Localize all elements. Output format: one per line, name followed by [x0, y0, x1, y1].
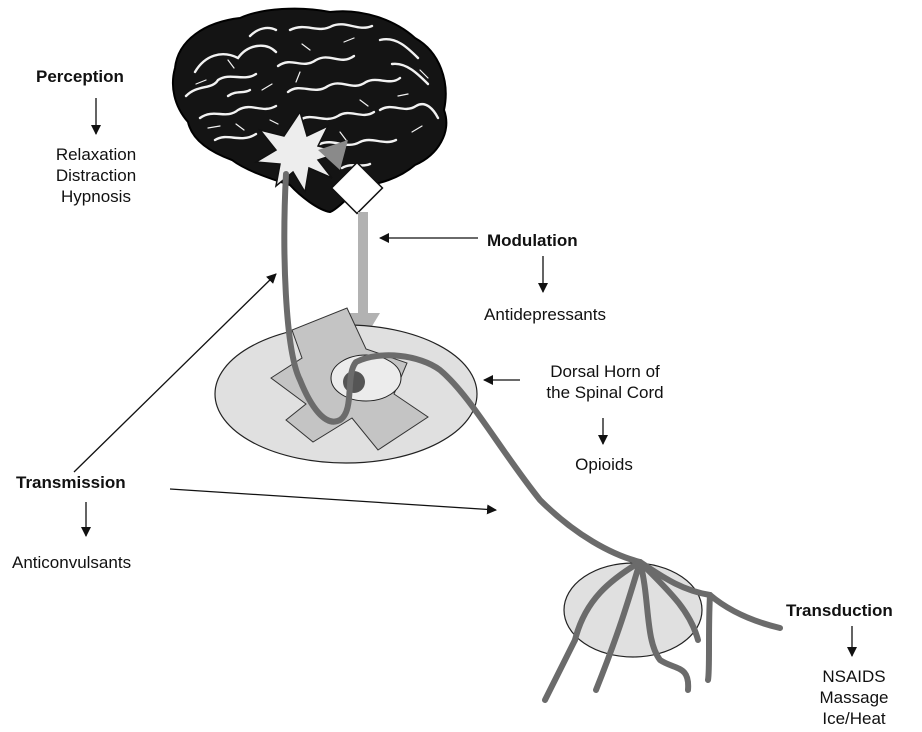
perception-interventions: Relaxation Distraction Hypnosis: [36, 144, 156, 207]
modulation-label: Modulation: [487, 230, 617, 251]
transduction-interventions: NSAIDS Massage Ice/Heat: [806, 666, 902, 729]
transduction-item: NSAIDS: [806, 666, 902, 687]
perception-item: Distraction: [36, 165, 156, 186]
transmission-lower-arrow: [170, 489, 496, 510]
perception-label: Perception: [36, 66, 156, 87]
transmission-item: Anticonvulsants: [12, 552, 172, 573]
dorsal-horn-item: Opioids: [560, 454, 648, 475]
perception-item: Hypnosis: [36, 186, 156, 207]
modulation-item: Antidepressants: [460, 304, 630, 325]
transduction-item: Massage: [806, 687, 902, 708]
perception-item: Relaxation: [36, 144, 156, 165]
dorsal-horn-label: Dorsal Horn of the Spinal Cord: [522, 361, 688, 403]
dorsal-horn-line1: Dorsal Horn of: [522, 361, 688, 382]
transduction-label: Transduction: [786, 600, 920, 621]
transduction-item: Ice/Heat: [806, 708, 902, 729]
brain-illustration: [173, 9, 446, 212]
dorsal-horn-line2: the Spinal Cord: [522, 382, 688, 403]
transmission-label: Transmission: [16, 472, 176, 493]
dorsal-horn-section: [215, 308, 477, 463]
